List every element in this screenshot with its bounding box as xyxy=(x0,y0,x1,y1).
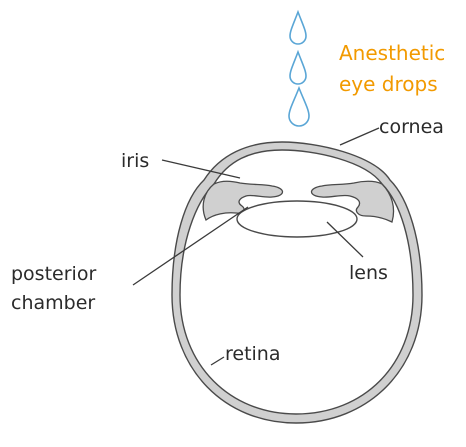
drop-1-icon xyxy=(290,12,306,44)
cornea-leader xyxy=(340,128,379,145)
lens xyxy=(237,201,357,237)
eye-drops-label-line2: eye drops xyxy=(339,69,445,100)
eye-drops-label: Anesthetic eye drops xyxy=(339,38,445,100)
cornea-label: cornea xyxy=(379,115,444,139)
retina-label: retina xyxy=(225,342,281,366)
leader-lines xyxy=(133,128,379,365)
eye-drops-icon xyxy=(289,12,309,126)
retina-leader xyxy=(211,357,224,365)
eye-drops-label-line1: Anesthetic xyxy=(339,38,445,69)
posterior-chamber-label-line2: chamber xyxy=(11,291,95,315)
drop-2-icon xyxy=(290,52,306,84)
drop-3-icon xyxy=(289,88,309,126)
posterior-chamber-label-line1: posterior xyxy=(11,262,96,286)
lens-label: lens xyxy=(349,261,388,285)
iris-label: iris xyxy=(121,149,149,173)
